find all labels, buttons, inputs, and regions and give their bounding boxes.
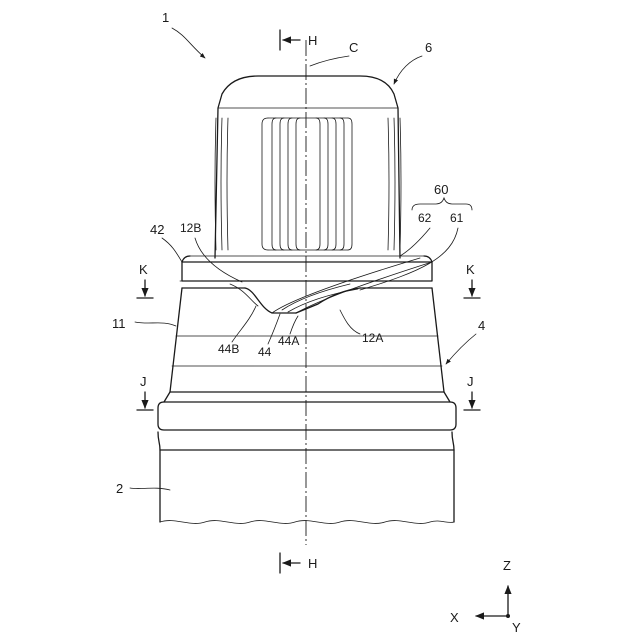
section-marker-top: [280, 30, 300, 50]
label-62: 62: [418, 211, 432, 225]
label-60: 60: [434, 182, 448, 197]
section-marker-k-right: [464, 280, 480, 298]
label-x: X: [450, 610, 459, 625]
label-44a: 44A: [278, 334, 299, 348]
label-z: Z: [503, 558, 511, 573]
label-4: 4: [478, 318, 485, 333]
label-j-left: J: [140, 374, 147, 389]
label-y: Y: [512, 620, 521, 635]
label-k-right: K: [466, 262, 475, 277]
section-marker-j-left: [137, 392, 153, 410]
label-j-right: J: [467, 374, 474, 389]
section-marker-k-left: [137, 280, 153, 298]
label-h-top: H: [308, 33, 317, 48]
label-h-bottom: H: [308, 556, 317, 571]
label-1: 1: [162, 10, 169, 25]
label-2: 2: [116, 481, 123, 496]
leader-lines: [130, 28, 476, 490]
cap-6: [215, 76, 401, 258]
label-12b: 12B: [180, 221, 201, 235]
label-11: 11: [112, 316, 126, 331]
label-42: 42: [150, 222, 164, 237]
coordinate-axes: [476, 586, 510, 618]
label-44: 44: [258, 345, 272, 359]
label-12a: 12A: [362, 331, 383, 345]
label-c: C: [349, 40, 358, 55]
label-k-left: K: [139, 262, 148, 277]
label-61: 61: [450, 211, 464, 225]
cap-body-4: [158, 256, 456, 430]
label-6: 6: [425, 40, 432, 55]
section-marker-bottom: [280, 553, 300, 573]
section-marker-j-right: [464, 392, 480, 410]
label-44b: 44B: [218, 342, 239, 356]
